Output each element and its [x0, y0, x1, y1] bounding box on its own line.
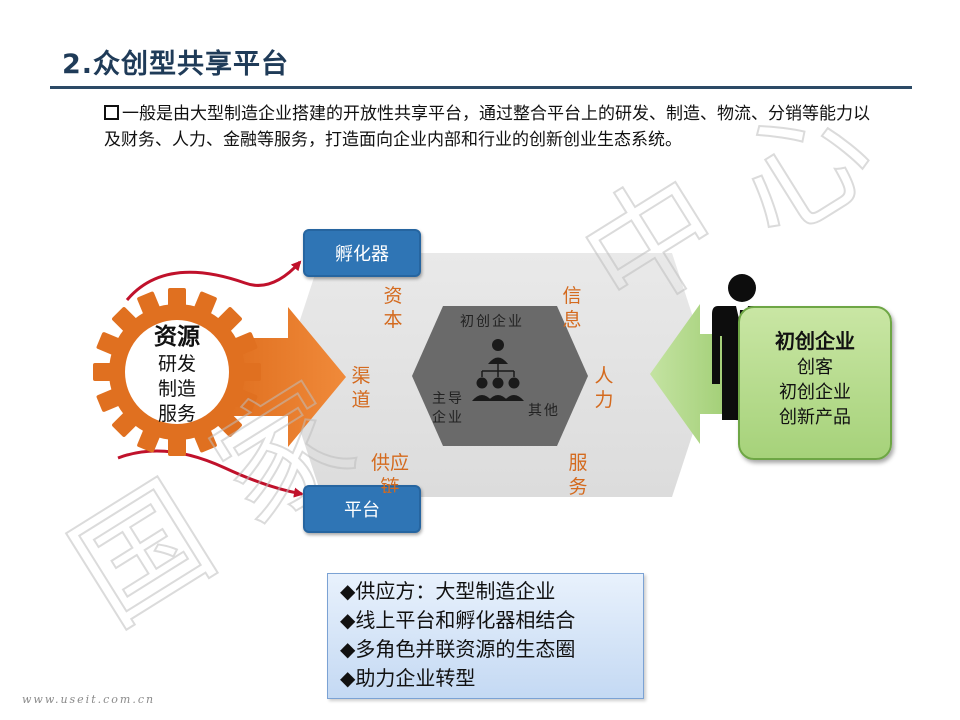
startup-line: 创新产品 — [779, 407, 851, 428]
hex-label-startup: 初创企业 — [460, 314, 524, 330]
label-capital: 资 本 — [380, 284, 406, 332]
resource-heading: 资源 — [154, 324, 200, 350]
label-char: 供应 — [370, 452, 409, 474]
org-chart-icon — [472, 339, 524, 401]
label-char: 本 — [383, 309, 403, 331]
startup-line: 初创企业 — [779, 382, 851, 403]
hex-line: 主导 — [432, 391, 464, 407]
features-box: ◆供应方：大型制造企业 ◆线上平台和孵化器相结合 ◆多角色并联资源的生态圈 ◆助… — [327, 573, 644, 699]
label-info: 信 息 — [559, 284, 585, 332]
page-title: 2.众创型共享平台 — [62, 49, 290, 80]
label-char: 息 — [562, 309, 582, 331]
label-char: 资 — [383, 285, 403, 307]
feature-item: ◆多角色并联资源的生态圈 — [340, 637, 576, 661]
label-channel: 渠 道 — [348, 364, 374, 412]
startup-heading: 初创企业 — [775, 329, 855, 353]
label-char: 链 — [380, 476, 400, 493]
title-underline — [50, 86, 912, 89]
resource-line: 制造 — [157, 378, 196, 400]
label-char: 道 — [351, 389, 371, 411]
incubator-tag: 孵化器 — [303, 229, 421, 277]
label-char: 服 — [568, 452, 588, 474]
label-char: 人 — [594, 365, 614, 387]
platform-tag: 平台 — [303, 485, 421, 533]
square-bullet-icon — [104, 105, 119, 120]
label-char: 渠 — [351, 365, 371, 387]
feature-item: ◆供应方：大型制造企业 — [340, 579, 556, 603]
hex-label-lead-enterprise: 主导 企业 — [432, 390, 464, 428]
resource-gear — [93, 288, 261, 456]
feature-item: ◆助力企业转型 — [340, 666, 476, 690]
hex-line: 企业 — [432, 410, 464, 426]
startup-box: 初创企业 创客 初创企业 创新产品 — [738, 306, 892, 460]
label-char: 信 — [562, 285, 582, 307]
resource-line: 研发 — [157, 353, 196, 375]
ecosystem-hexagon — [412, 306, 588, 446]
intro-text: 一般是由大型制造企业搭建的开放性共享平台，通过整合平台上的研发、制造、物流、分销… — [104, 104, 870, 150]
resource-line: 服务 — [157, 403, 196, 425]
curve-arrow-to-incubator — [125, 260, 302, 301]
label-supply-chain: 供应 链 — [365, 451, 415, 493]
feature-item: ◆线上平台和孵化器相结合 — [340, 608, 576, 632]
intro-paragraph: 一般是由大型制造企业搭建的开放性共享平台，通过整合平台上的研发、制造、物流、分销… — [104, 101, 884, 153]
label-hr: 人 力 — [591, 364, 617, 412]
startup-line: 创客 — [797, 357, 833, 378]
label-service: 服 务 — [565, 451, 591, 499]
hex-label-other: 其他 — [528, 403, 560, 419]
curve-arrow-to-platform — [117, 449, 304, 498]
resource-label: 资源 研发 制造 服务 — [127, 323, 227, 427]
resource-arrow — [230, 307, 346, 447]
label-char: 力 — [594, 389, 614, 411]
footer-url: www.useit.com.cn — [22, 693, 156, 706]
label-char: 务 — [568, 476, 588, 498]
